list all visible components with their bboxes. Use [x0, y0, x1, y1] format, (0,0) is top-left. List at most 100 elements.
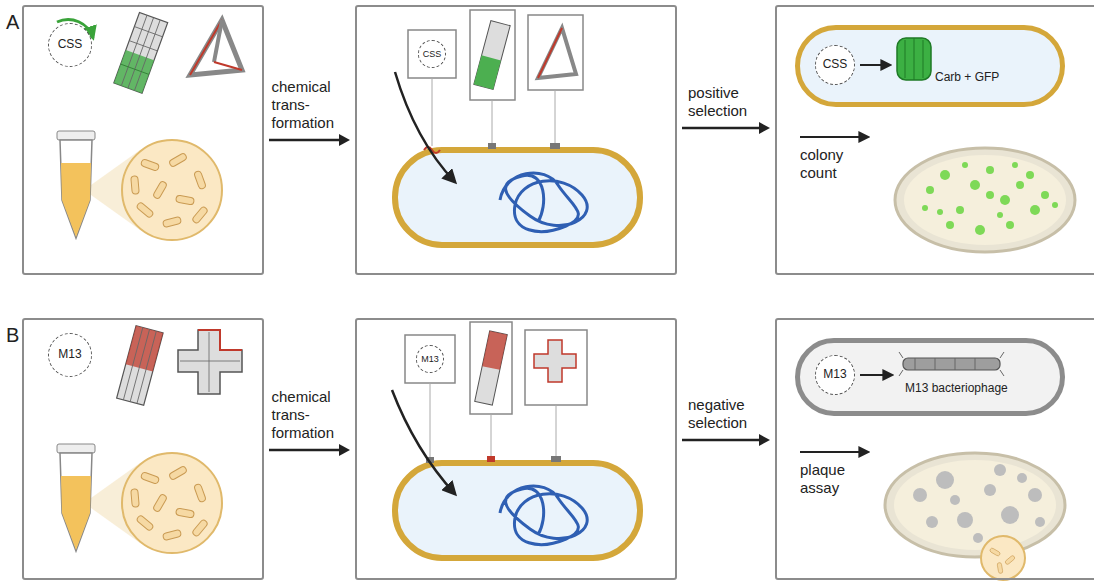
- panel-box: CSS: [355, 5, 677, 275]
- inset-contents: [492, 100, 493, 145]
- plasmid-circle: CSS: [815, 45, 855, 85]
- agar-plate: [1000, 195, 1010, 205]
- dna-origami-tube: [114, 12, 168, 93]
- agar-plate: [986, 191, 994, 199]
- expression-arrow: [860, 374, 892, 376]
- arrow-head: [339, 444, 350, 456]
- gfp-protein: [897, 38, 931, 80]
- dna-origami-tube: [121, 15, 147, 85]
- process-arrow: [682, 122, 770, 134]
- plaque-plate: [926, 516, 938, 528]
- m13-phage: [899, 370, 903, 376]
- agar-plate: [895, 148, 1075, 252]
- count-arrow: [800, 136, 868, 138]
- cell-caption: Carb + GFP: [935, 71, 999, 85]
- agar-plate: [1012, 162, 1018, 168]
- plaque-plate: [913, 488, 927, 502]
- inset-contents: [395, 21, 576, 182]
- plaque-plate: [894, 460, 1056, 550]
- agar-plate: [1030, 205, 1040, 215]
- plasmid-circle: CSS: [48, 23, 92, 67]
- m13-phage: [1000, 352, 1004, 358]
- gfp-protein: [897, 38, 931, 80]
- m13-phage: [915, 358, 916, 370]
- agar-plate: [922, 205, 928, 211]
- agar-plate: [922, 162, 1058, 235]
- dna-origami-tetrahedron: [214, 20, 222, 62]
- cell-capsule: M13 bacteriophage M13: [795, 338, 1065, 416]
- dna-origami-tetrahedron: [190, 20, 242, 75]
- plasmid-name: M13: [823, 368, 846, 382]
- plasmid-name: CSS: [423, 49, 442, 59]
- plaque-plate: [973, 533, 983, 543]
- agar-plate: [1026, 171, 1034, 179]
- inset-contents: [475, 331, 508, 405]
- inset-boxes: [470, 10, 515, 100]
- inset-contents: [475, 331, 508, 405]
- arrow-label: positive selection: [688, 84, 764, 120]
- m13-phage: [955, 358, 956, 370]
- dna-origami-tube: [117, 326, 163, 406]
- dna-origami-cross: [198, 330, 242, 350]
- inset-contents: [432, 78, 433, 146]
- plaque-plate: [957, 512, 973, 528]
- cell-caption: M13 bacteriophage: [905, 382, 1008, 396]
- inset-contents: [392, 331, 576, 494]
- dna-origami-cross: [180, 361, 240, 362]
- plasmid-name: M13: [421, 354, 439, 364]
- agar-plate: [937, 209, 943, 215]
- dna-origami-tetrahedron: [190, 20, 222, 75]
- inset-contents: [488, 143, 496, 149]
- arrow-head: [759, 434, 770, 446]
- dna-origami-tube: [123, 327, 142, 399]
- arrow-head: [339, 134, 350, 146]
- panel-box: M13 bacteriophage M13: [775, 318, 1094, 580]
- plaque-plate: [994, 464, 1006, 476]
- inset-boxes: [405, 335, 455, 383]
- arrow-line: [269, 449, 341, 452]
- agar-plate: [1006, 221, 1014, 229]
- arrow-line: [269, 139, 341, 142]
- plaque-plate: [1035, 517, 1045, 527]
- m13-phage: [975, 358, 976, 370]
- assay-arrow: [800, 451, 868, 453]
- agar-plate: [904, 155, 1066, 245]
- gfp-protein: [923, 40, 924, 78]
- m13-phage: [903, 358, 1000, 370]
- agar-plate: [962, 162, 968, 168]
- dna-origami-tube: [137, 331, 156, 403]
- plasmid-circle: M13: [48, 333, 92, 377]
- m13-phage: [1000, 370, 1004, 376]
- plaque-plate: [997, 562, 1003, 573]
- plaque-plate: [989, 547, 1000, 556]
- plaque-plate: [913, 464, 1045, 543]
- agar-plate: [1016, 181, 1024, 189]
- agar-plate: [1052, 202, 1058, 208]
- bacterial-cell: [395, 463, 640, 558]
- plaque-plate: [1001, 506, 1019, 524]
- plasmid-circle: M13: [416, 345, 444, 373]
- inset-boxes: [525, 330, 587, 405]
- panel-box: ACSS: [22, 5, 264, 275]
- plaque-plate: [981, 536, 1025, 580]
- inset-contents: [430, 383, 431, 459]
- panel-box: M13: [355, 318, 677, 580]
- bacterial-cell: [395, 150, 640, 245]
- agar-plate: [970, 180, 980, 190]
- cell-fill: [797, 340, 1063, 414]
- agar-plate: [975, 225, 985, 235]
- gfp-protein: [914, 38, 915, 80]
- inset-boxes: [408, 10, 583, 100]
- inset-contents: [538, 28, 576, 78]
- inset-boxes: [405, 322, 587, 414]
- gfp-protein: [905, 40, 906, 78]
- inset-contents: [482, 331, 507, 370]
- inset-contents: [538, 28, 562, 78]
- step-label: plaque assay: [800, 461, 866, 497]
- process-arrow: [269, 444, 350, 456]
- agar-plate: [1041, 191, 1049, 199]
- inset-contents: [551, 456, 561, 462]
- dna-origami-tetrahedron: [190, 20, 242, 75]
- arrow-head: [759, 122, 770, 134]
